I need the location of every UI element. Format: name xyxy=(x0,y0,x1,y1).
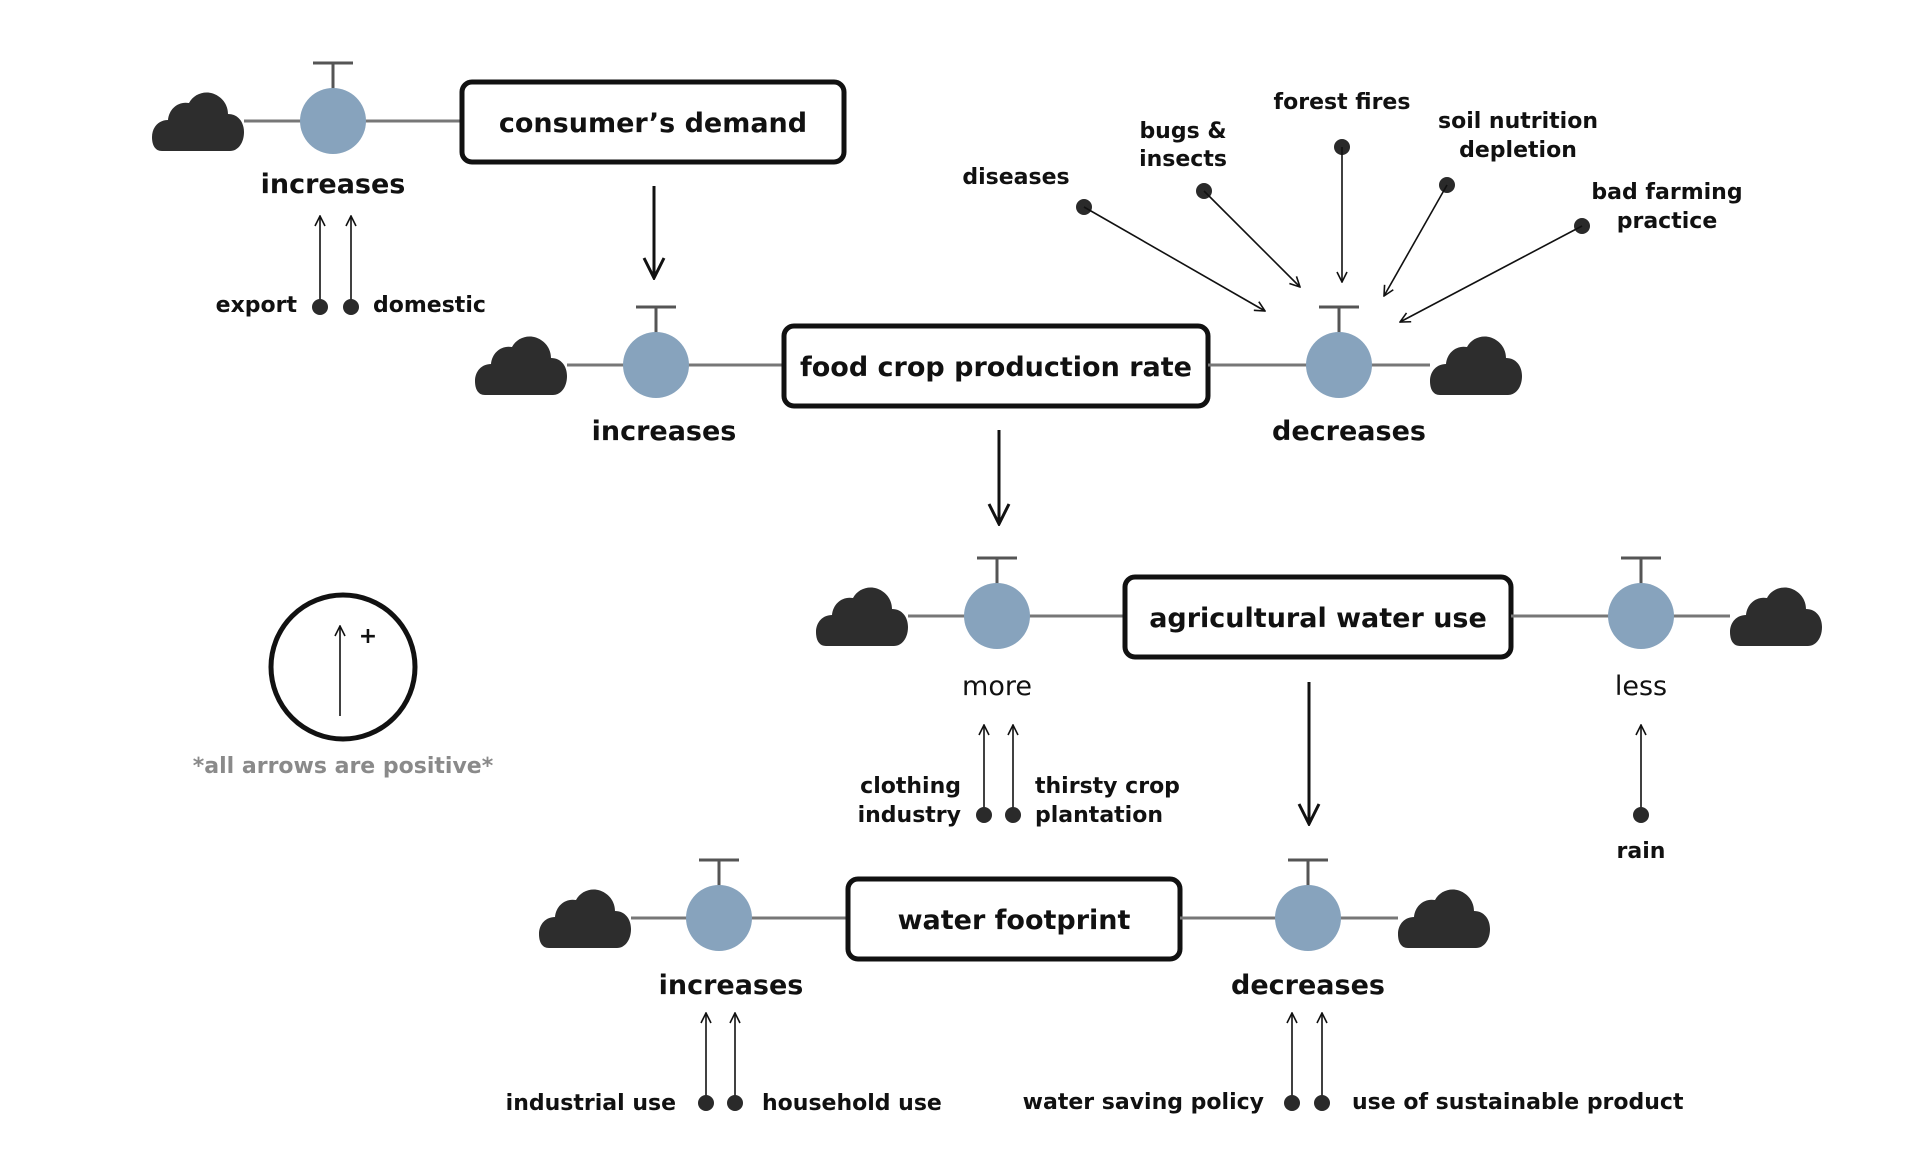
farming-arrow xyxy=(1400,225,1583,322)
industrial-use-label: industrial use xyxy=(506,1091,676,1116)
demand-increases-label: increases xyxy=(261,169,406,200)
household-use-dot xyxy=(727,1095,743,1111)
bugs-label-line1: bugs & xyxy=(1139,119,1226,144)
water-less-label: less xyxy=(1615,671,1667,702)
household-use-label: household use xyxy=(762,1091,942,1116)
farming-label-line2: practice xyxy=(1617,209,1718,234)
food-crop-production-rate-label: food crop production rate xyxy=(800,352,1192,383)
bugs-label-line2: insects xyxy=(1139,147,1227,172)
sustainable-product-dot xyxy=(1314,1095,1330,1111)
domestic-dot xyxy=(343,299,359,315)
soil-label-line2: depletion xyxy=(1459,138,1577,163)
food-crop-chain: increases food crop production rate decr… xyxy=(475,90,1743,524)
source-cloud-icon xyxy=(539,889,631,948)
sustainable-product-label: use of sustainable product xyxy=(1352,1090,1684,1115)
legend-note: *all arrows are positive* xyxy=(193,754,494,779)
consumers-demand-chain: increases consumer’s demand export domes… xyxy=(152,61,847,318)
sink-cloud-icon xyxy=(1730,587,1822,646)
legend-circle xyxy=(268,592,418,742)
clothing-label-line1: clothing xyxy=(860,774,961,799)
bugs-arrow xyxy=(1203,190,1300,287)
thirsty-label-line2: plantation xyxy=(1035,803,1163,828)
footprint-increases-label: increases xyxy=(659,970,804,1001)
footprint-decreases-valve-icon xyxy=(1275,885,1341,951)
water-saving-policy-label: water saving policy xyxy=(1023,1090,1264,1115)
water-footprint-chain: increases water footprint decreases indu… xyxy=(506,858,1684,1116)
thirsty-label-line1: thirsty crop xyxy=(1035,774,1180,799)
soil-arrow xyxy=(1384,184,1448,296)
water-less-valve-icon xyxy=(1608,583,1674,649)
domestic-label: domestic xyxy=(373,293,486,318)
forest-fires-label: forest fires xyxy=(1274,90,1411,115)
consumers-demand-label: consumer’s demand xyxy=(499,108,807,139)
diseases-label: diseases xyxy=(962,165,1069,190)
water-footprint-label: water footprint xyxy=(898,905,1131,936)
rain-dot xyxy=(1633,807,1649,823)
demand-increases-valve-icon xyxy=(300,88,366,154)
footprint-decreases-label: decreases xyxy=(1231,970,1385,1001)
sink-cloud-icon xyxy=(1430,336,1522,395)
food-decreases-valve-icon xyxy=(1306,332,1372,398)
soil-label-line1: soil nutrition xyxy=(1438,109,1598,134)
consumers-demand-stock xyxy=(459,79,847,165)
footprint-increases-valve-icon xyxy=(686,885,752,951)
agricultural-water-chain: more agricultural water use less clothin… xyxy=(816,556,1822,864)
clothing-dot xyxy=(976,807,992,823)
food-decreases-label: decreases xyxy=(1272,416,1426,447)
source-cloud-icon xyxy=(152,92,244,151)
water-more-label: more xyxy=(962,671,1032,702)
export-label: export xyxy=(216,293,298,318)
source-cloud-icon xyxy=(816,587,908,646)
legend: + *all arrows are positive* xyxy=(193,592,494,779)
rain-label: rain xyxy=(1617,839,1666,864)
source-cloud-icon xyxy=(475,336,567,395)
farming-label-line1: bad farming xyxy=(1591,180,1742,205)
sink-cloud-icon xyxy=(1398,889,1490,948)
food-increases-valve-icon xyxy=(623,332,689,398)
legend-plus-sign: + xyxy=(359,624,377,649)
food-increases-label: increases xyxy=(592,416,737,447)
clothing-label-line2: industry xyxy=(858,803,961,828)
export-dot xyxy=(312,299,328,315)
water-more-valve-icon xyxy=(964,583,1030,649)
diseases-arrow xyxy=(1083,206,1265,311)
water-saving-policy-dot xyxy=(1284,1095,1300,1111)
industrial-use-dot xyxy=(698,1095,714,1111)
thirsty-dot xyxy=(1005,807,1021,823)
agricultural-water-use-label: agricultural water use xyxy=(1149,603,1487,634)
